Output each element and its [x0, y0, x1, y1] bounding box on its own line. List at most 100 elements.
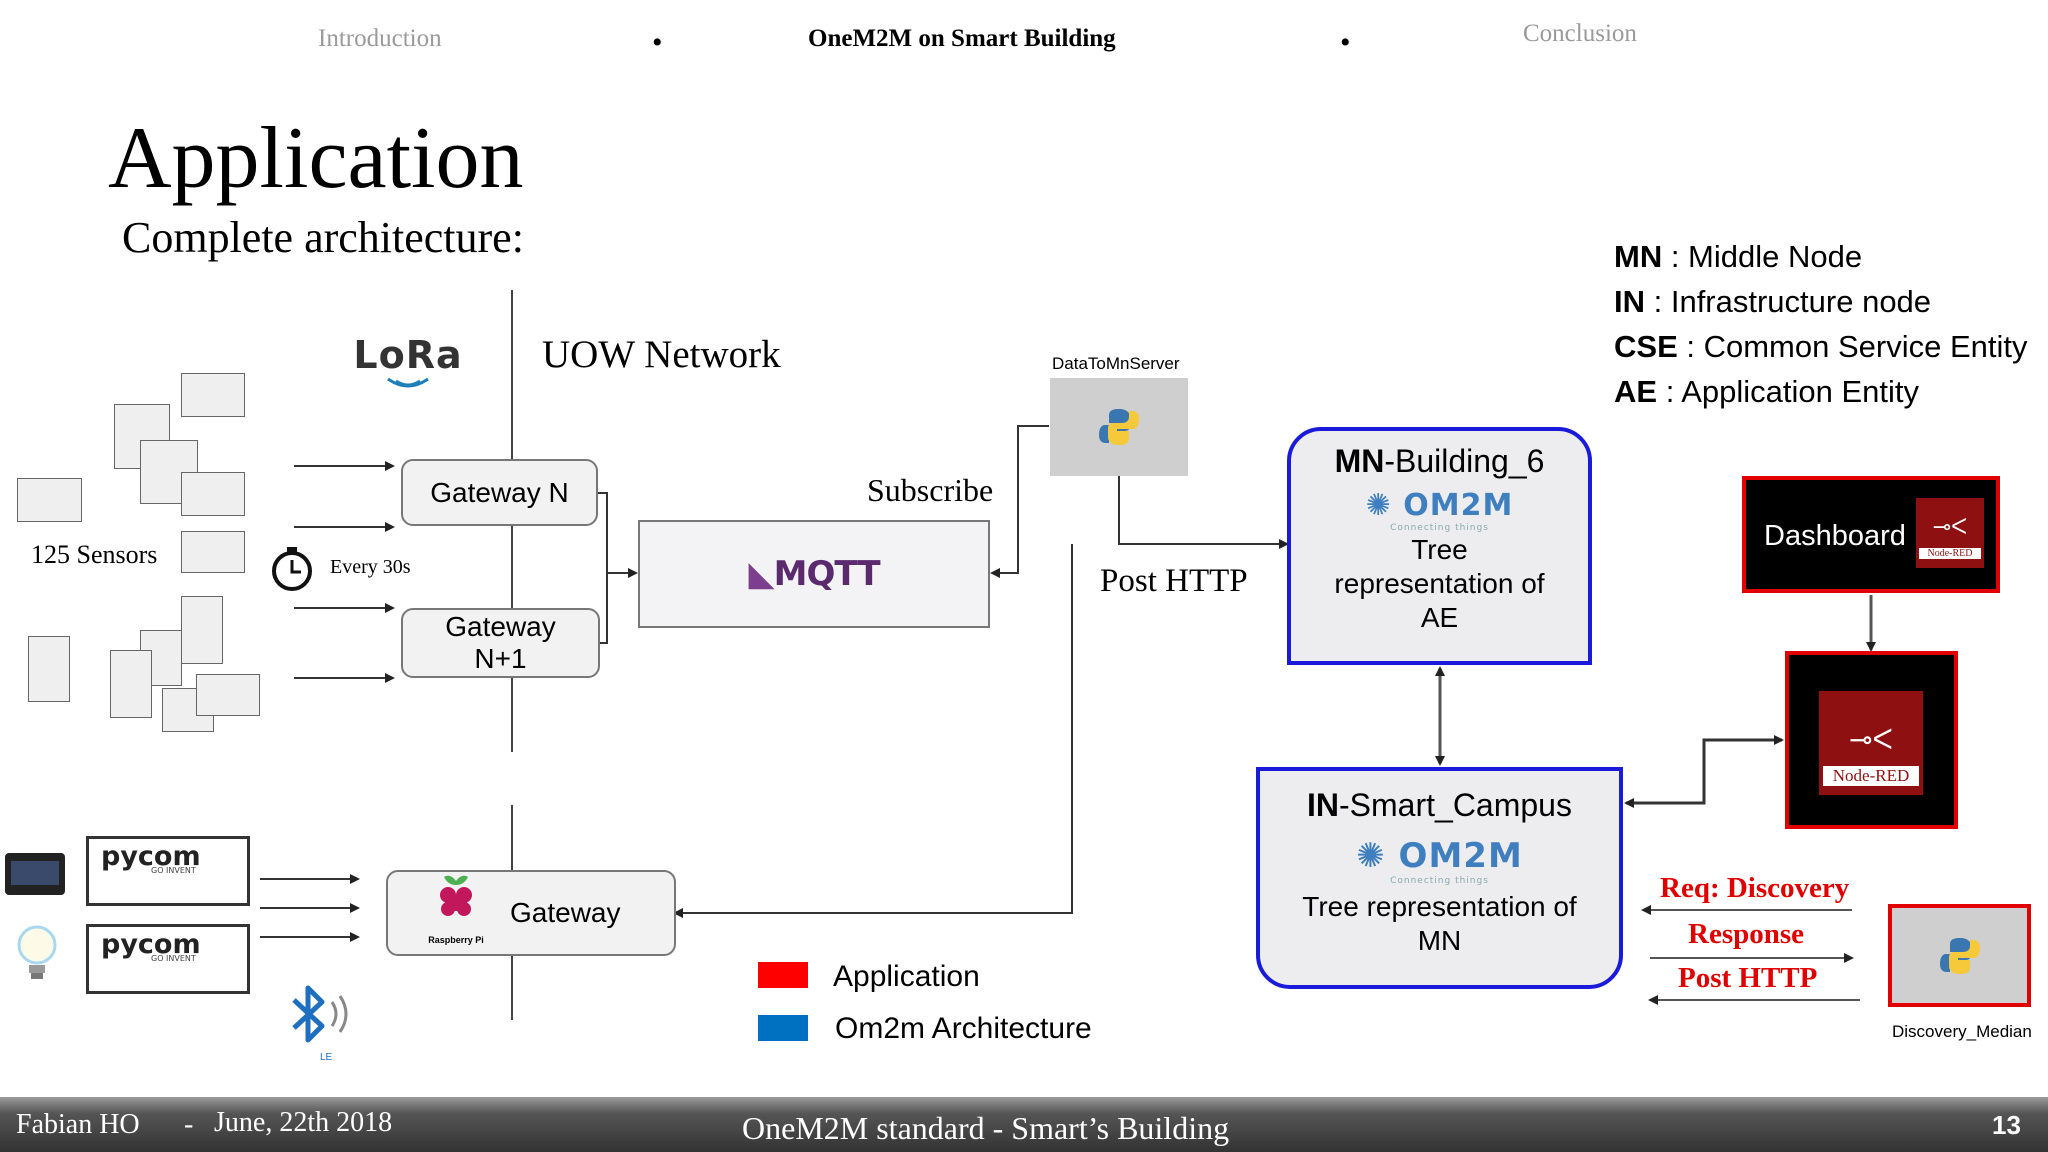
in-title-bold: IN	[1307, 787, 1340, 823]
sensor-box	[28, 636, 70, 702]
gateway-n-box[interactable]: Gateway N	[401, 459, 598, 526]
definition-mn: MN : Middle Node	[1614, 234, 2027, 279]
gateway-n1-label: Gateway N+1	[445, 611, 556, 674]
stopwatch-icon	[265, 546, 319, 592]
subscribe-label: Subscribe	[867, 472, 994, 508]
definition-text: : Middle Node	[1662, 239, 1863, 274]
dashboard-label: Dashboard	[1764, 520, 1906, 552]
discovery-median-box[interactable]	[1888, 904, 2031, 1007]
dashboard-box[interactable]: Dashboard ⊸ᐸ Node-RED	[1742, 476, 2000, 593]
sensor-box	[181, 531, 245, 573]
data-server-box[interactable]	[1050, 378, 1188, 476]
wifi-waves-icon	[387, 377, 429, 388]
in-title: IN-Smart_Campus	[1260, 787, 1619, 824]
definition-in: IN : Infrastructure node	[1614, 279, 2027, 324]
slide-subtitle: Complete architecture:	[122, 213, 524, 262]
legend-label-om2m: Om2m Architecture	[835, 1012, 1092, 1045]
gateway-n-label: Gateway N	[430, 476, 569, 508]
python-icon	[1099, 409, 1139, 445]
lora-logo-text: LoRa	[353, 333, 463, 377]
footer-separator: -	[184, 1109, 194, 1140]
pycom-tagline: GO INVENT	[151, 866, 196, 875]
timer-label: Every 30s	[330, 556, 411, 578]
pycom-logo-text: pycom	[101, 841, 201, 872]
mn-title: MN-Building_6	[1291, 443, 1588, 480]
data-server-label: DataToMnServer	[1052, 354, 1180, 373]
nav-item-introduction[interactable]: Introduction	[318, 25, 442, 52]
bluetooth-caption: LE	[320, 1052, 333, 1063]
definitions-list: MN : Middle Node IN : Infrastructure nod…	[1614, 234, 2027, 414]
om2m-logo-text: OM2M	[1398, 836, 1523, 876]
sensor-box	[181, 373, 245, 417]
rpi-gateway-box[interactable]: Raspberry Pi Gateway	[386, 870, 676, 956]
footer-author: Fabian HO	[16, 1109, 140, 1140]
om2m-tagline: Connecting things	[1390, 876, 1489, 886]
lightbulb-icon	[17, 923, 57, 993]
definition-abbr: AE	[1614, 374, 1658, 409]
discovery-median-label: Discovery_Median	[1892, 1022, 2032, 1041]
flow-icon: ⊸ᐸ	[1932, 514, 1968, 539]
nav-item-onem2m-smart-building[interactable]: OneM2M on Smart Building	[808, 25, 1116, 52]
mqtt-broker-box[interactable]: ◣MQTT	[638, 520, 990, 628]
network-label: UOW Network	[542, 333, 781, 376]
footer-date: June, 22th 2018	[214, 1107, 393, 1138]
mn-title-rest: -Building_6	[1384, 443, 1545, 479]
definition-ae: AE : Application Entity	[1614, 369, 2027, 414]
mn-description: Tree representation of AE	[1334, 534, 1545, 633]
nav-bullet: •	[1340, 26, 1351, 59]
in-description: Tree representation of MN	[1302, 891, 1577, 956]
nodered-box[interactable]: ⊸ᐸ Node-RED	[1785, 651, 1958, 829]
rpi-gateway-label: Gateway	[510, 897, 621, 928]
legend-label-application: Application	[833, 960, 980, 993]
definition-text: : Application Entity	[1657, 374, 1920, 409]
page-number: 13	[1992, 1110, 2021, 1140]
definition-abbr: MN	[1614, 239, 1663, 274]
mqtt-signal-icon: ◣	[748, 554, 774, 594]
raspberry-pi-icon: Raspberry Pi	[416, 871, 496, 956]
post-http-2-label: Post HTTP	[1678, 962, 1818, 994]
mqtt-logo-text: MQTT	[773, 554, 881, 594]
nodered-icon: ⊸ᐸ Node-RED	[1819, 691, 1923, 795]
footer-bar: Fabian HO - June, 22th 2018 OneM2M stand…	[0, 1097, 2048, 1152]
sensor-box	[17, 478, 82, 522]
mn-title-bold: MN	[1334, 443, 1385, 479]
gateway-n1-box[interactable]: Gateway N+1	[401, 608, 600, 678]
nav-bullet: •	[652, 26, 663, 59]
sensor-box	[181, 596, 223, 664]
req-discovery-label: Req: Discovery	[1660, 872, 1850, 904]
legend-swatch-application	[758, 962, 808, 988]
footer-center-title: OneM2M standard - Smart’s Building	[742, 1110, 1230, 1146]
om2m-tagline: Connecting things	[1390, 523, 1489, 533]
post-http-label: Post HTTP	[1100, 563, 1248, 599]
nodered-label: Node-RED	[1823, 766, 1919, 786]
legend-swatch-om2m	[758, 1015, 808, 1041]
pycom-tagline: GO INVENT	[151, 954, 196, 963]
definition-cse: CSE : Common Service Entity	[1614, 324, 2027, 369]
om2m-logo-text: OM2M	[1403, 488, 1514, 523]
definition-text: : Common Service Entity	[1677, 329, 2028, 364]
lora-logo: LoRa	[352, 333, 464, 393]
pycom-board-icon	[5, 853, 65, 895]
definition-abbr: CSE	[1614, 329, 1678, 364]
raspberry-icon	[440, 875, 472, 916]
slide-title: Application	[108, 110, 524, 207]
definition-abbr: IN	[1614, 284, 1645, 319]
nodered-icon: ⊸ᐸ Node-RED	[1916, 498, 1984, 568]
board-screen	[11, 861, 59, 885]
rpi-caption: Raspberry Pi	[428, 934, 484, 945]
pycom-logo-text: pycom	[101, 929, 201, 960]
sensor-box	[110, 650, 152, 718]
sensor-box	[181, 472, 245, 516]
mqtt-logo: ◣MQTT	[748, 557, 880, 591]
nodered-icon-label: Node-RED	[1919, 548, 1981, 559]
python-icon	[1939, 937, 1980, 974]
flow-icon: ⊸ᐸ	[1849, 724, 1893, 755]
nav-item-conclusion[interactable]: Conclusion	[1523, 20, 1637, 47]
sensor-box	[196, 674, 260, 716]
bluetooth-le-icon: LE	[280, 980, 370, 1070]
